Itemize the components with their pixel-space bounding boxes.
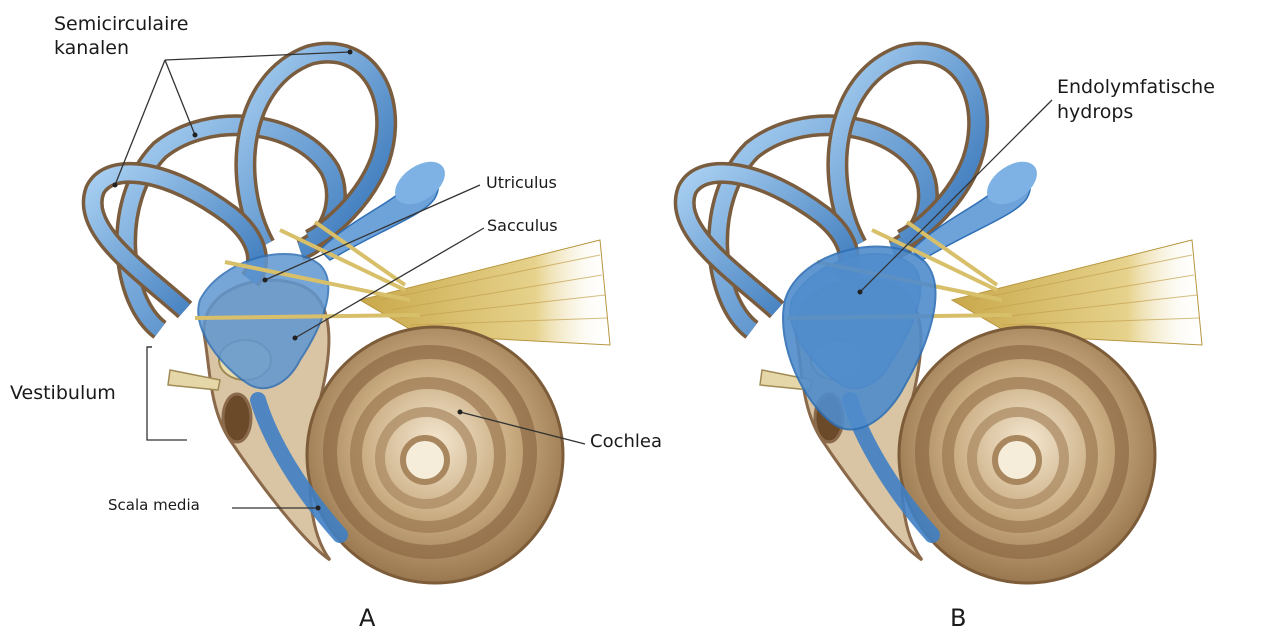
- ear-drawing-b: [685, 53, 1202, 583]
- label-utriculus: Utriculus: [486, 173, 557, 192]
- label-scala-media: Scala media: [108, 496, 200, 514]
- panel-label-b: B: [950, 604, 966, 632]
- panel-label-a: A: [359, 604, 375, 632]
- label-cochlea: Cochlea: [590, 431, 662, 452]
- label-semicirculaire-kanalen: Semicirculaire kanalen: [54, 12, 254, 60]
- label-vestibulum: Vestibulum: [10, 382, 116, 404]
- label-endolymfatische-hydrops: Endolymfatische hydrops: [1057, 75, 1262, 125]
- label-sacculus: Sacculus: [487, 216, 558, 235]
